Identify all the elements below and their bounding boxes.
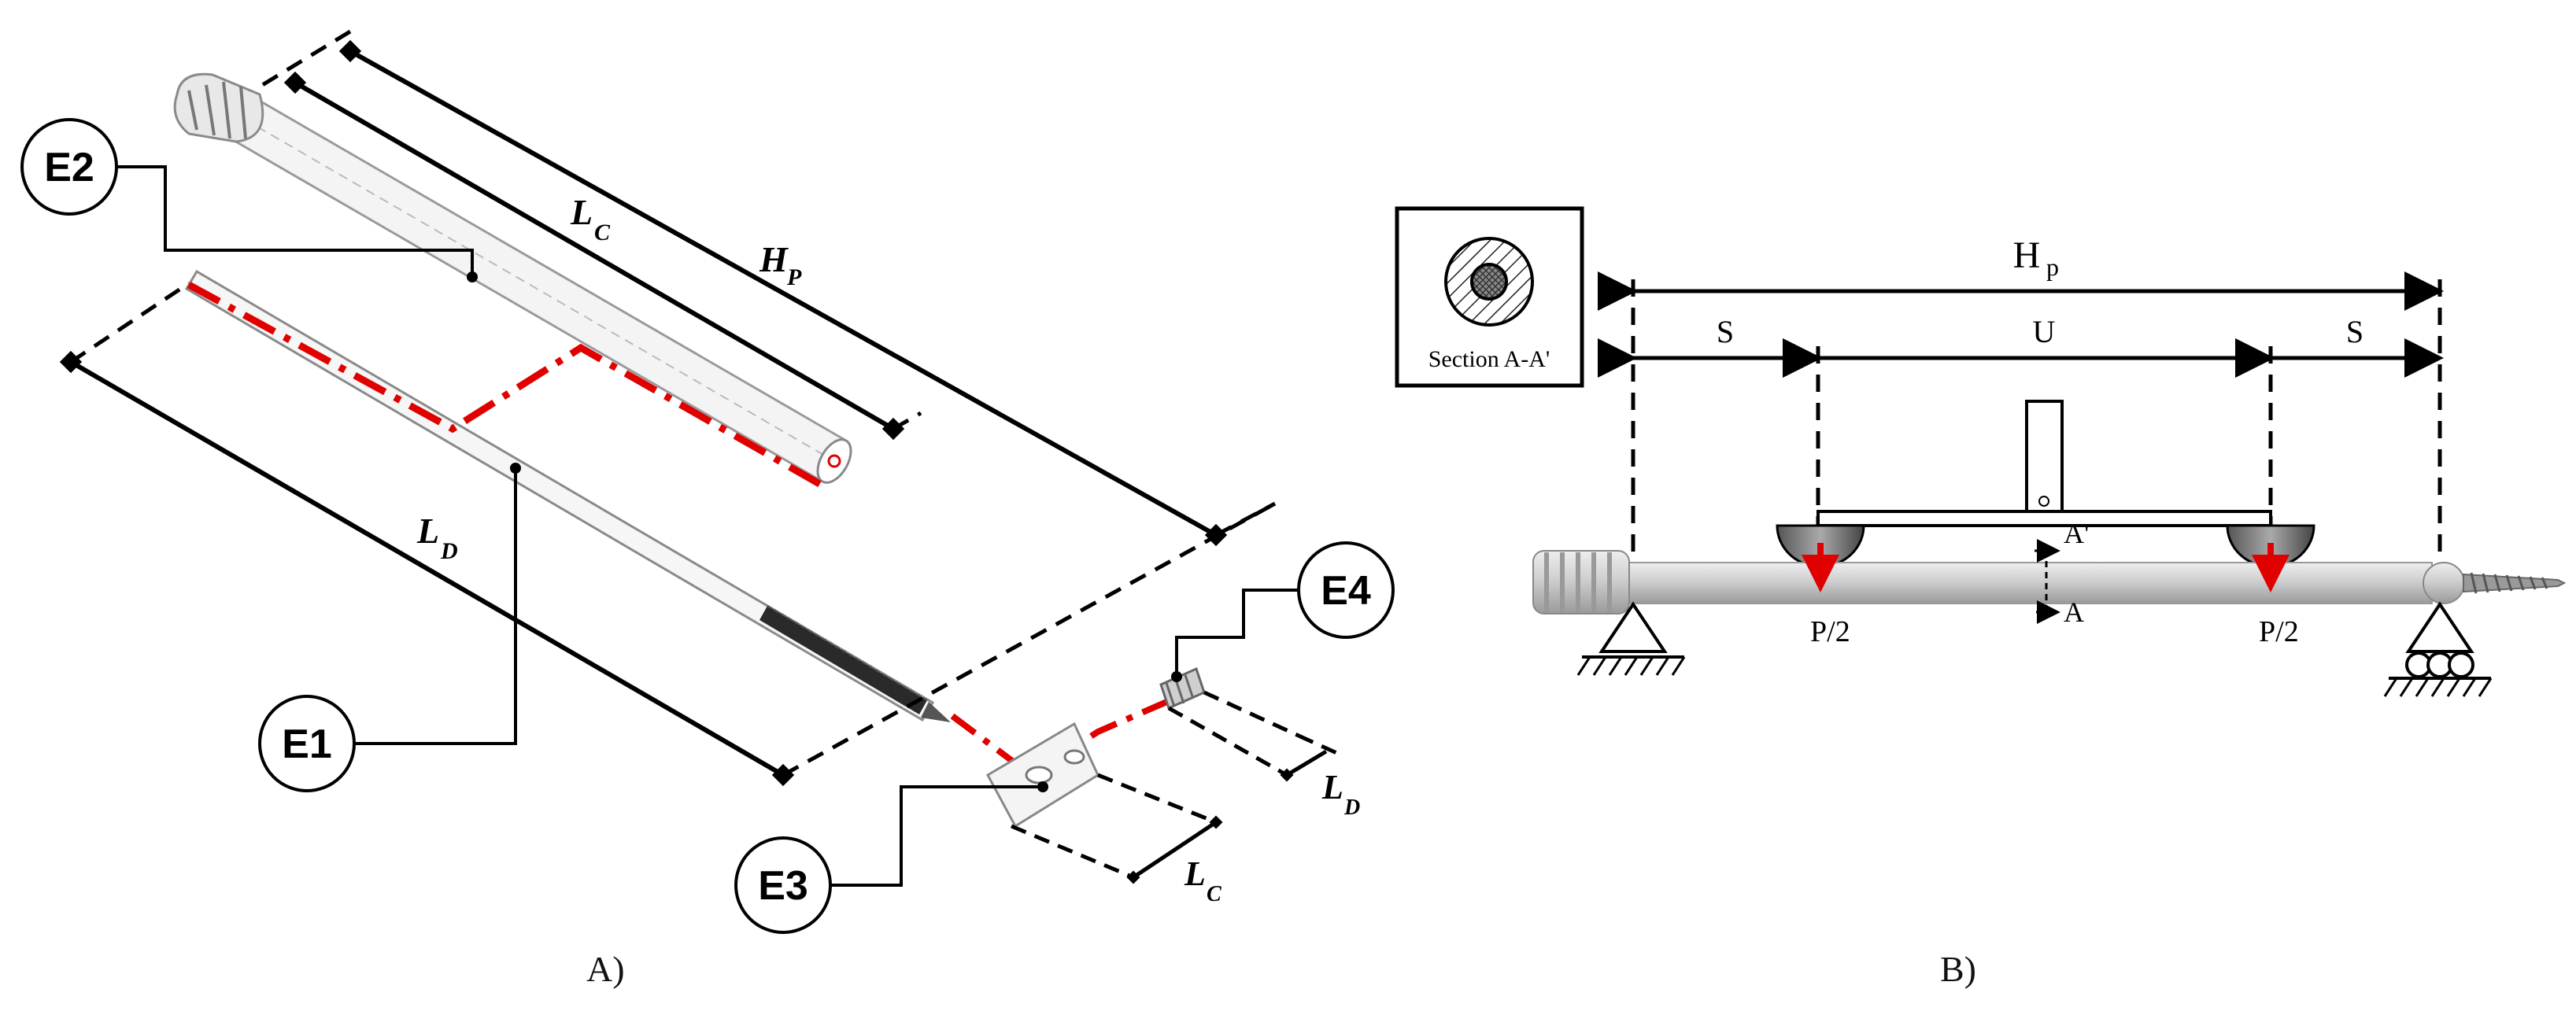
label-lc-small: L bbox=[1184, 854, 1206, 893]
callout-e4-label: E4 bbox=[1321, 568, 1371, 614]
dim-s-u-s: S U S bbox=[1598, 314, 2444, 378]
label-ld-a: L bbox=[416, 511, 439, 551]
label-s-right: S bbox=[2346, 314, 2363, 349]
callout-e3-label: E3 bbox=[758, 863, 808, 909]
dim-ld-small: L D bbox=[1167, 690, 1360, 820]
label-load-right: P/2 bbox=[2259, 615, 2299, 648]
support-roller-right bbox=[2383, 601, 2493, 697]
label-hp-a: H bbox=[759, 239, 789, 279]
dim-ld-a: L D bbox=[59, 281, 1277, 787]
label-load-left: P/2 bbox=[1810, 615, 1850, 648]
load-arrows: P/2 P/2 bbox=[1802, 543, 2299, 648]
label-lc-a-sub: C bbox=[594, 220, 611, 245]
dim-hp-b: H p bbox=[1598, 234, 2444, 311]
callout-e1-label: E1 bbox=[282, 722, 332, 767]
dim-lc-small: L C bbox=[1011, 773, 1223, 906]
label-lc-a: L bbox=[570, 192, 593, 232]
callout-e1: E1 bbox=[258, 463, 521, 792]
support-pin-left bbox=[1576, 601, 1686, 676]
connector-e3 bbox=[985, 722, 1100, 829]
label-ld-small: L bbox=[1321, 768, 1343, 806]
label-section-top: A' bbox=[2064, 518, 2089, 549]
label-lc-small-sub: C bbox=[1207, 882, 1221, 906]
assembly-axis-line bbox=[187, 282, 829, 491]
section-inset: Section A-A' bbox=[1395, 206, 1584, 388]
set-screw-e4 bbox=[1159, 666, 1206, 710]
panel-a-isometric-assembly: H P L C L D L bbox=[20, 29, 1395, 934]
callout-e3: E3 bbox=[734, 781, 1048, 934]
cannula-e2 bbox=[173, 72, 852, 484]
caption-panel-b: B) bbox=[1940, 949, 1976, 989]
dim-lc-a: L C bbox=[283, 71, 922, 441]
callout-e2-label: E2 bbox=[44, 145, 94, 190]
rod bbox=[1532, 550, 2567, 615]
section-marks: A' A bbox=[2035, 518, 2089, 628]
label-hp-b-sub: p bbox=[2046, 253, 2059, 281]
dim-hp-a: H P bbox=[258, 29, 1277, 547]
section-label: Section A-A' bbox=[1428, 346, 1550, 372]
label-section-bottom: A bbox=[2064, 596, 2084, 628]
label-hp-b: H bbox=[2013, 234, 2041, 276]
label-hp-a-sub: P bbox=[786, 264, 802, 290]
label-s-left: S bbox=[1717, 314, 1734, 349]
callout-e4: E4 bbox=[1171, 541, 1395, 682]
label-ld-a-sub: D bbox=[440, 538, 458, 564]
label-ld-small-sub: D bbox=[1343, 795, 1360, 820]
caption-panel-a: A) bbox=[586, 949, 625, 989]
label-u: U bbox=[2033, 314, 2056, 349]
callout-e2: E2 bbox=[20, 118, 478, 282]
loading-fixture bbox=[1776, 400, 2315, 568]
panel-b-four-point-bending: Section A-A' H p S U S bbox=[1395, 206, 2567, 697]
